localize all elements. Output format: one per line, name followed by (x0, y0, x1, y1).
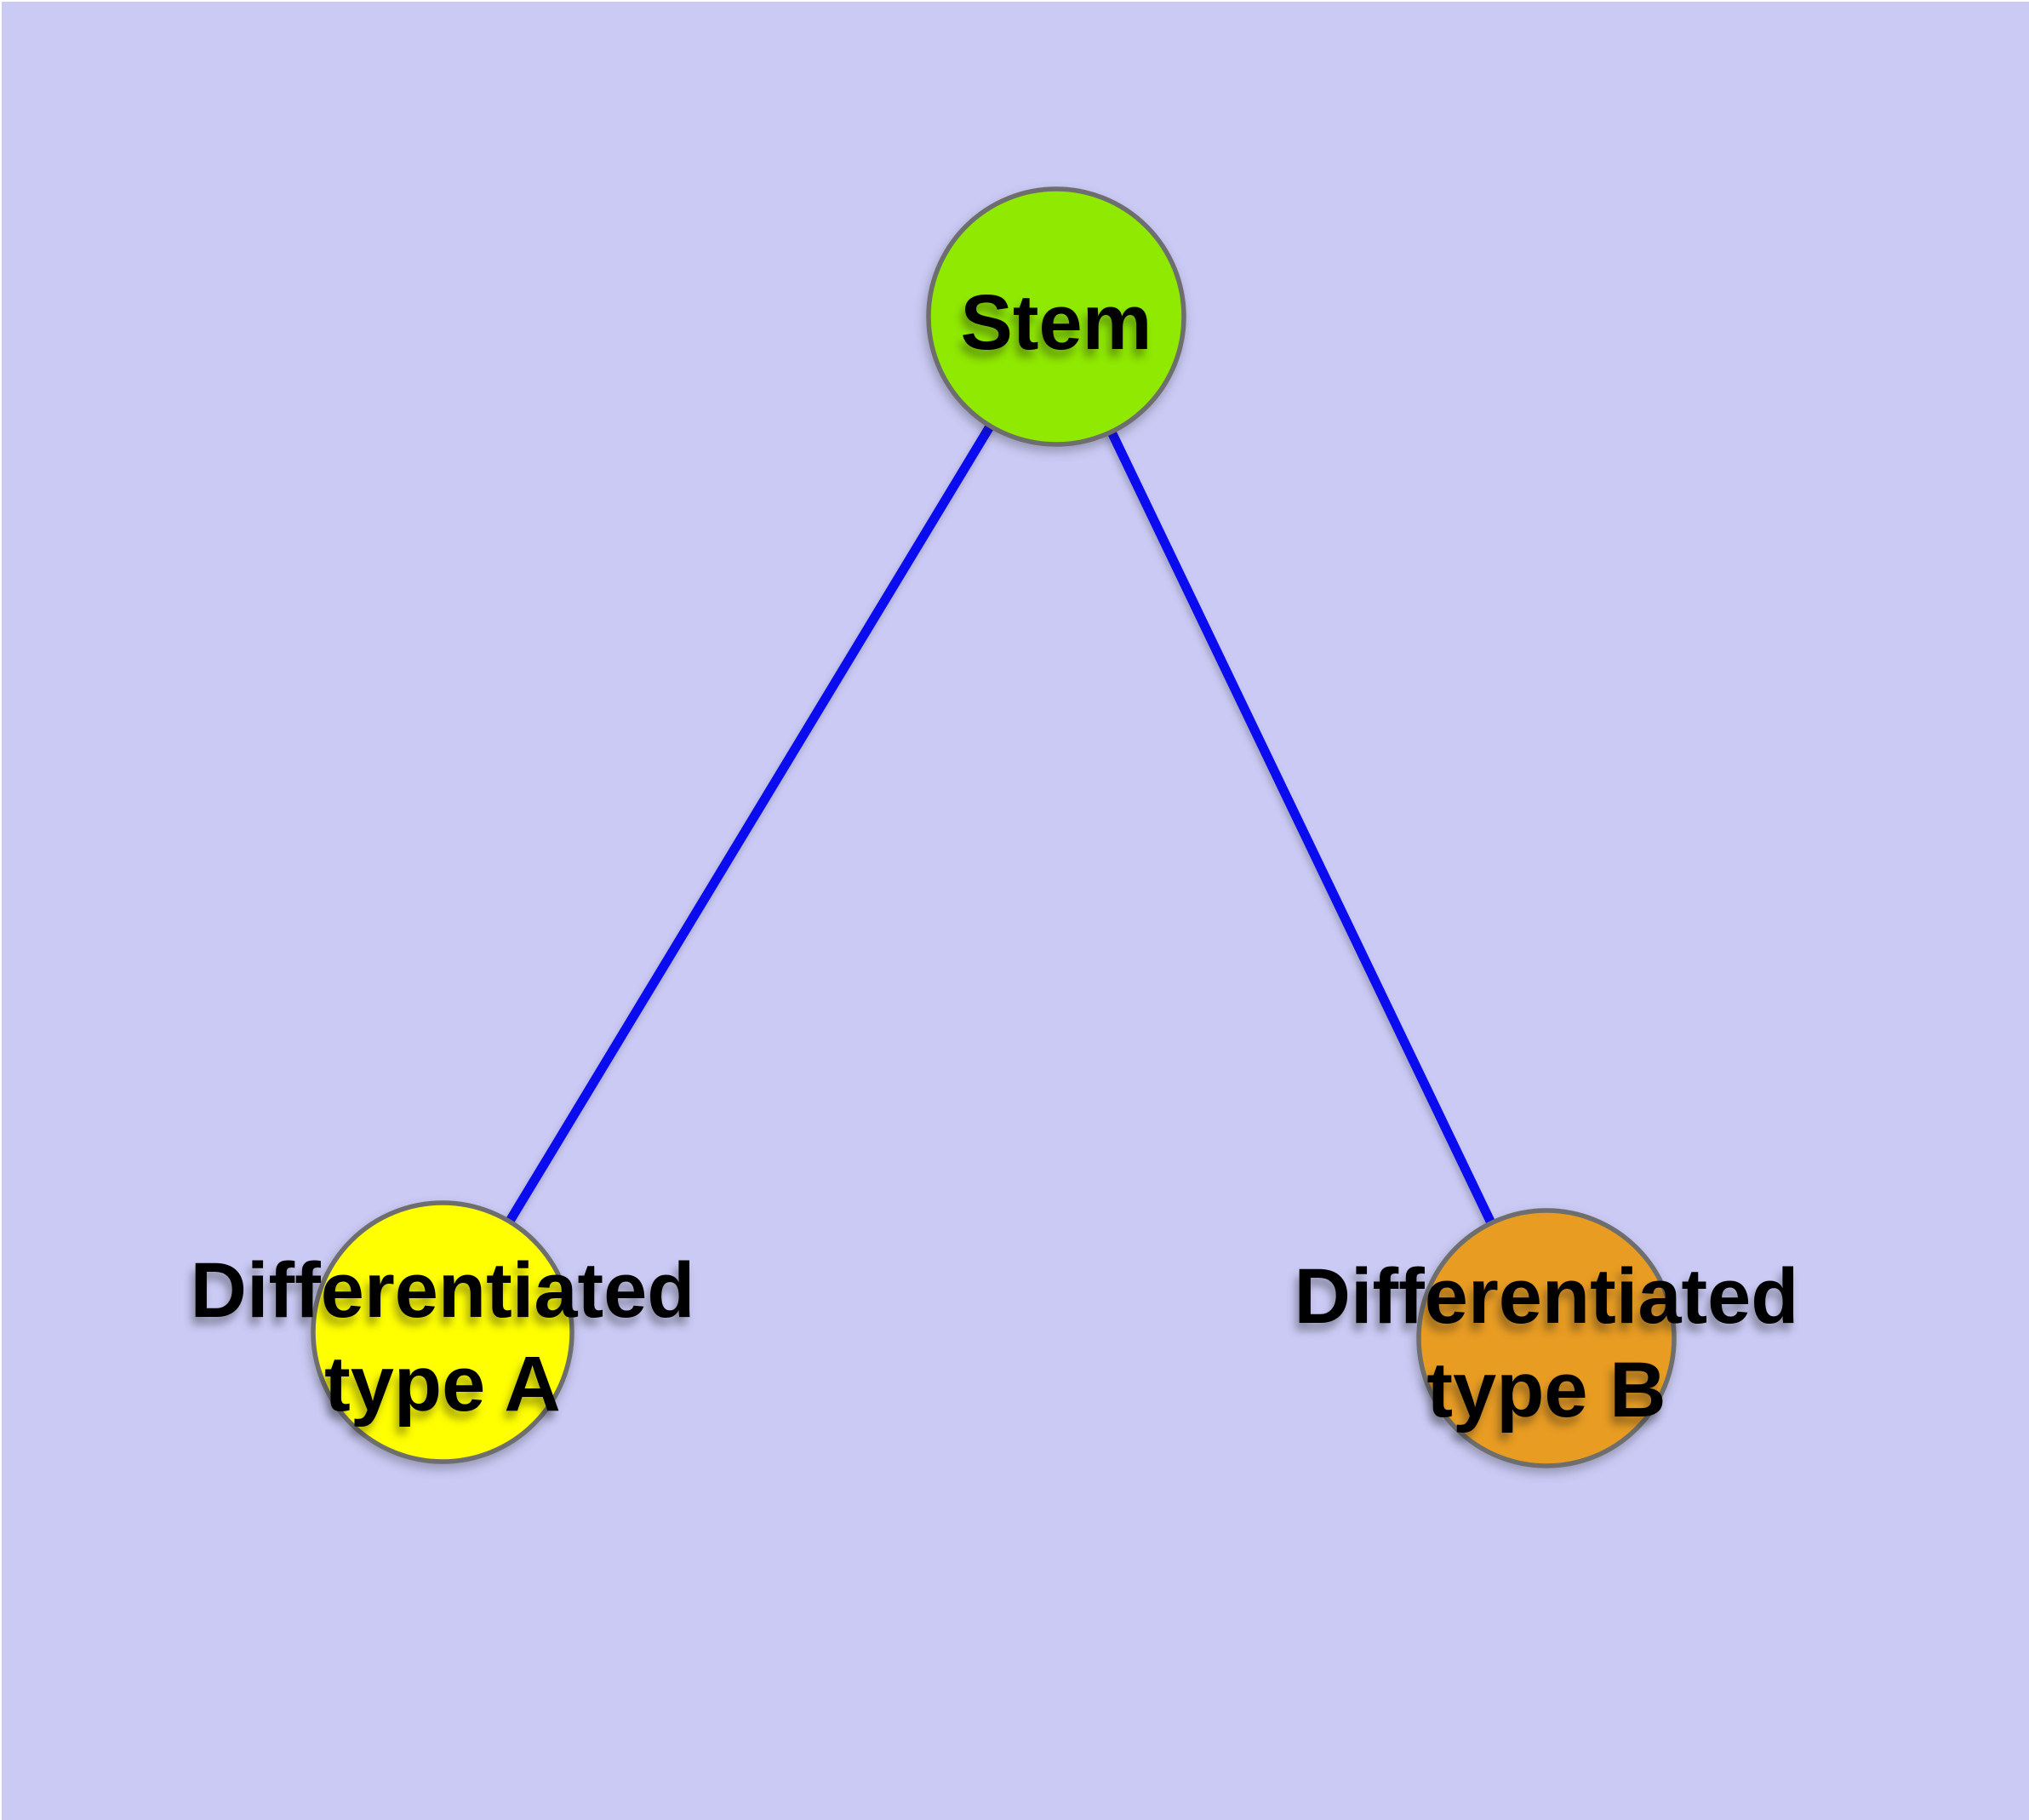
edge-stem-to-type-b (1052, 314, 1551, 1341)
stem-node-label: Stem (961, 279, 1152, 366)
type-b-node-label-line2: type B (1426, 1347, 1666, 1434)
type-a-node-label-line1: Differentiated (191, 1247, 695, 1334)
type-a-node-label-line2: type A (324, 1341, 561, 1428)
labels-group: Stem Differentiated type A Differentiate… (191, 279, 1799, 1434)
type-a-node (311, 1200, 574, 1464)
edges-group (438, 314, 1551, 1341)
edge-stem-to-type-a (438, 314, 1060, 1335)
type-b-node (1416, 1208, 1677, 1468)
type-b-node-label-line1: Differentiated (1295, 1253, 1799, 1340)
stem-node (926, 186, 1186, 447)
nodes-group (311, 186, 1677, 1468)
